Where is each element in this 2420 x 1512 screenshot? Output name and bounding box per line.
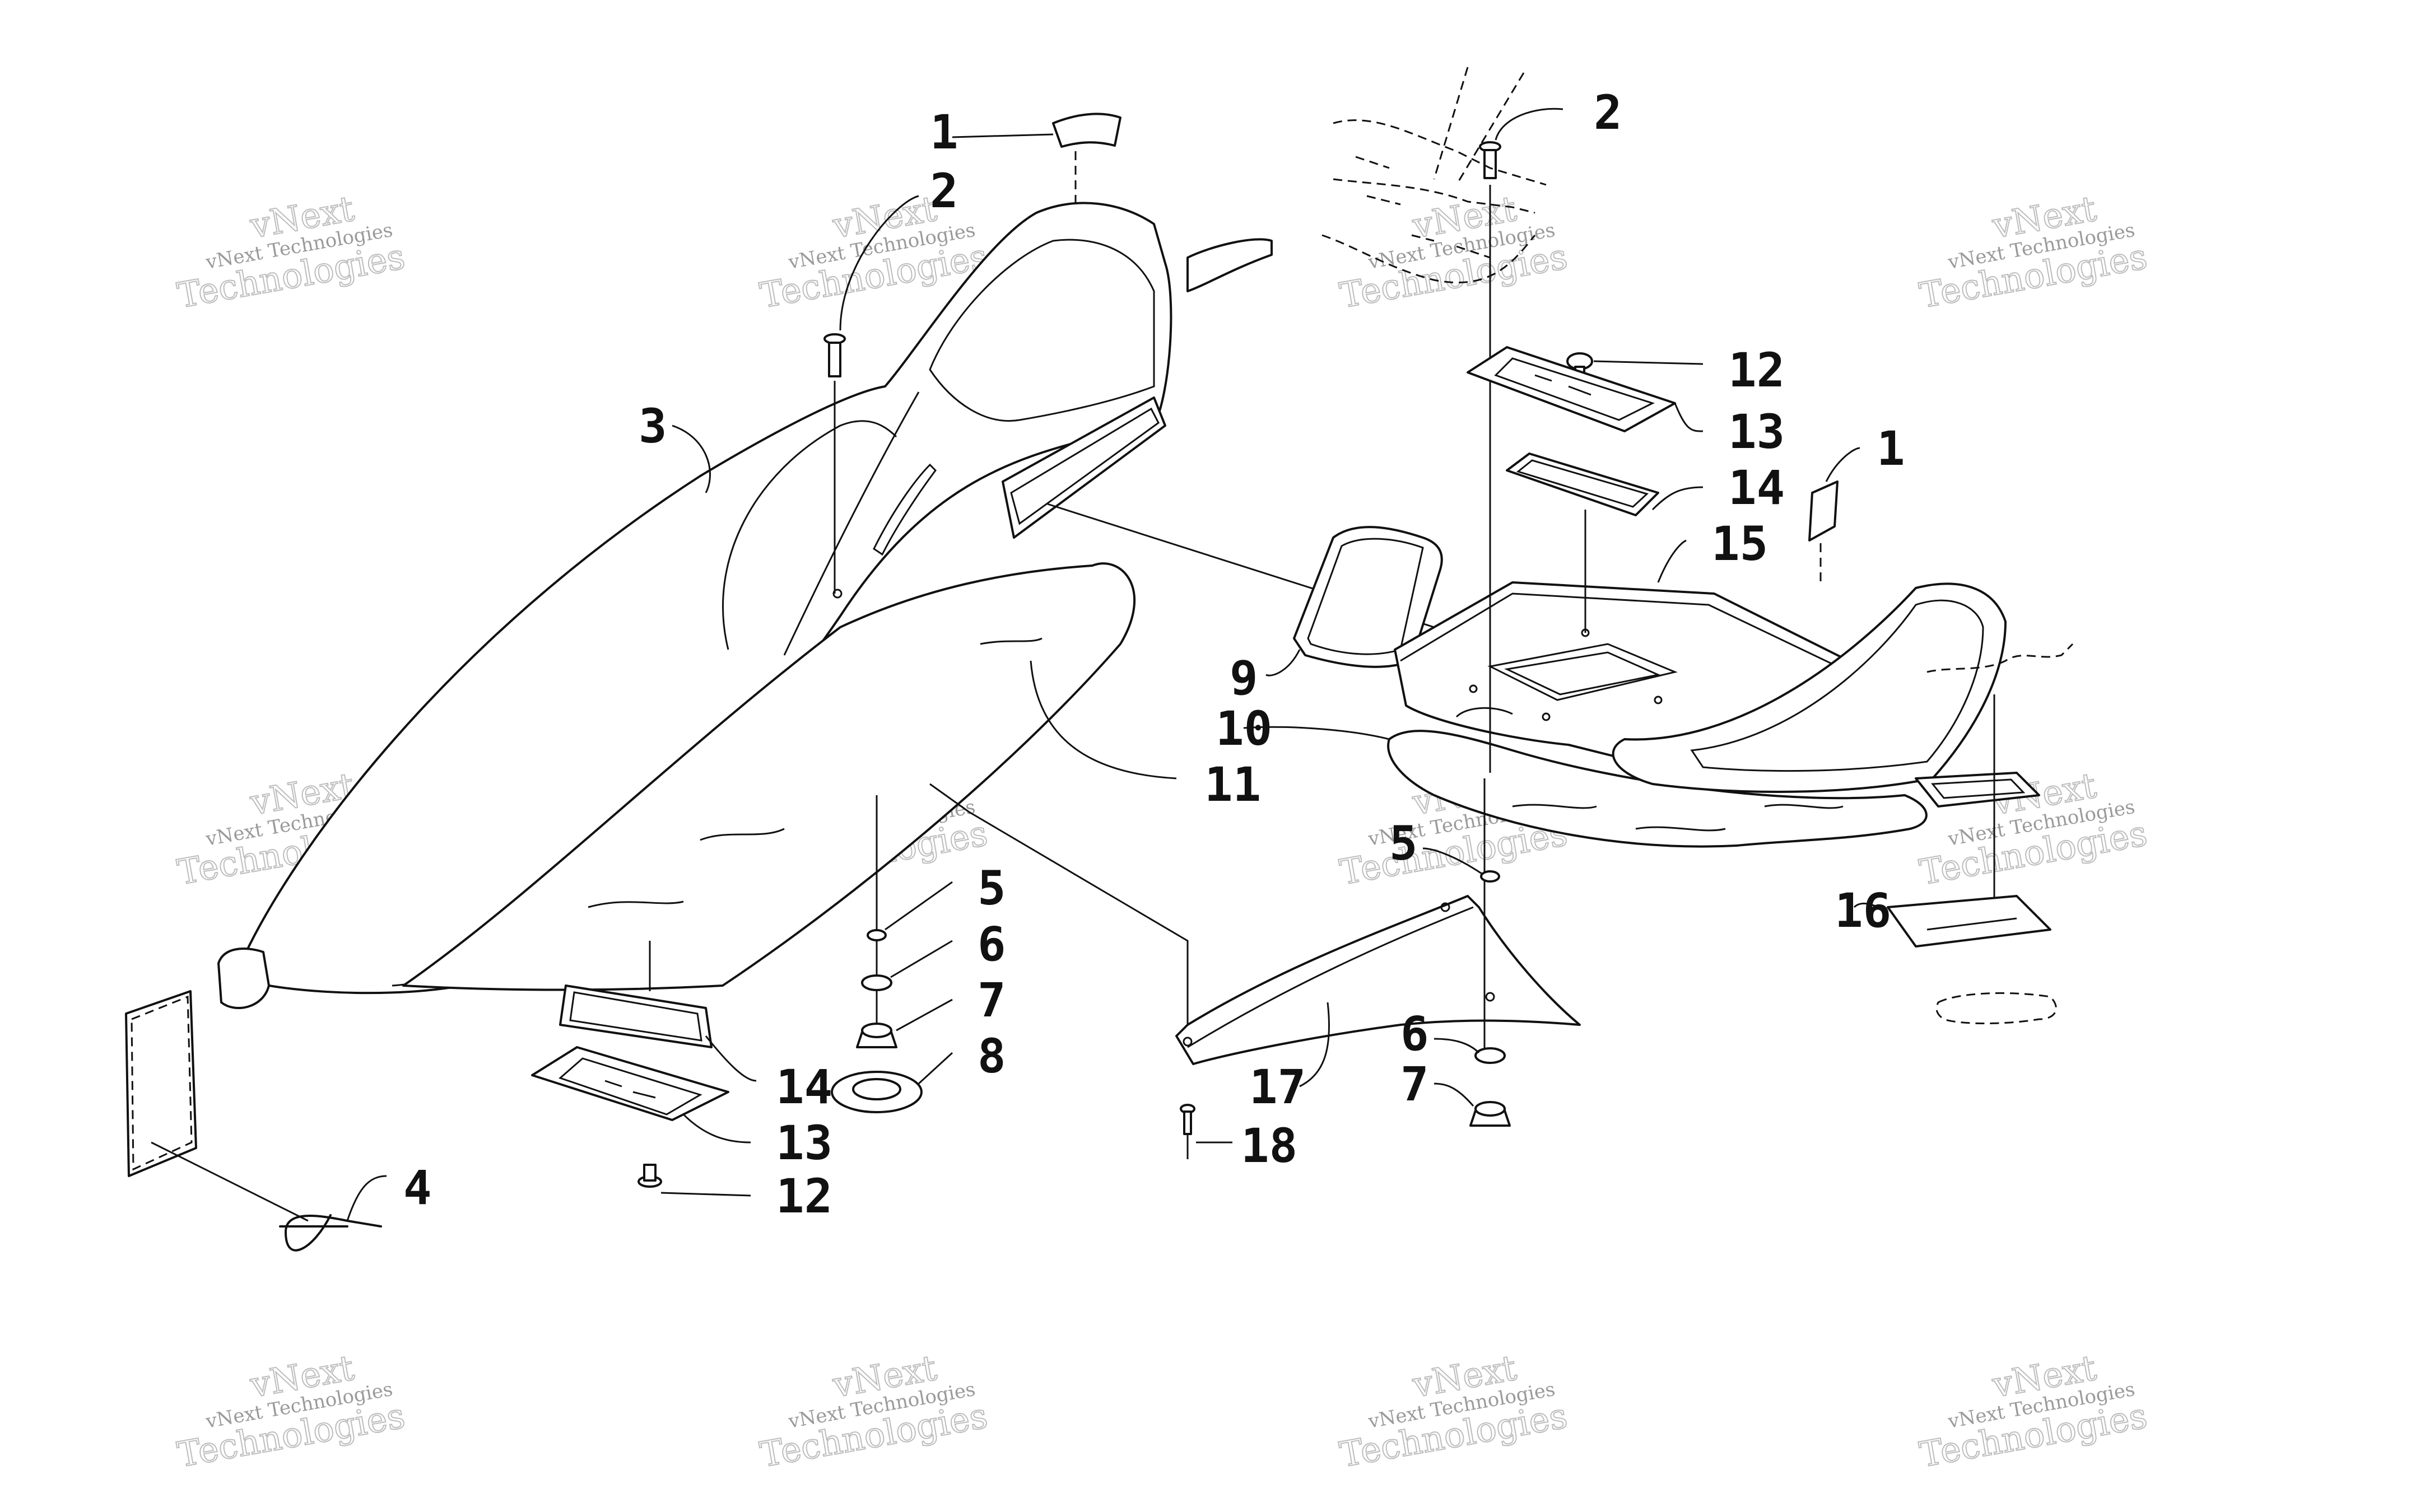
callout-15: 15 — [1711, 516, 1768, 571]
callout-1: 1 — [930, 105, 958, 160]
callout-2: 2 — [1594, 85, 1622, 140]
plate-part-13-left — [531, 1046, 751, 1144]
callout-3: 3 — [639, 399, 667, 454]
callout-7: 7 — [1400, 1057, 1429, 1112]
callout-12: 12 — [1728, 343, 1785, 398]
callout-2: 2 — [930, 164, 958, 218]
plate-part-13-right — [1467, 346, 1704, 432]
callout-5: 5 — [1389, 816, 1418, 871]
plate-part-16 — [1853, 895, 2057, 1024]
pad-part-1-right — [1808, 480, 1839, 542]
callout-5: 5 — [978, 861, 1006, 916]
screw-part-2-left — [823, 195, 919, 594]
seat-trim-right — [1612, 582, 2074, 902]
grille-part-9 — [1265, 526, 1443, 676]
hardware-stack-5-8 — [831, 795, 953, 1113]
callout-14: 14 — [1728, 460, 1785, 515]
pin-part-4 — [125, 990, 387, 1252]
callout-16: 16 — [1835, 883, 1891, 938]
callout-6: 6 — [978, 917, 1006, 972]
callout-7: 7 — [978, 973, 1006, 1028]
gasket-part-14-right — [1506, 452, 1704, 516]
callout-11: 11 — [1204, 757, 1261, 812]
callout-4: 4 — [403, 1160, 432, 1215]
seat-shield-part-10 — [1243, 726, 1928, 848]
callout-10: 10 — [1216, 701, 1272, 756]
fastener-part-12-left — [637, 1164, 751, 1197]
callout-12: 12 — [776, 1169, 832, 1224]
flap-part-17 — [1175, 778, 1581, 1088]
callout-1: 1 — [1877, 421, 1905, 476]
callout-18: 18 — [1241, 1118, 1297, 1173]
callout-14: 14 — [776, 1060, 832, 1114]
rivet-part-18 — [1180, 1104, 1232, 1159]
screw-part-2-right — [1321, 67, 1563, 773]
hardware-stack-5-7-right — [1422, 847, 1511, 1127]
callout-13: 13 — [1728, 404, 1785, 459]
gasket-part-14-left — [559, 941, 757, 1082]
callout-8: 8 — [978, 1029, 1006, 1084]
callout-13: 13 — [776, 1116, 832, 1170]
pad-part-1-left — [1052, 113, 1121, 148]
under-shield-part-11 — [402, 562, 1136, 991]
callout-6: 6 — [1400, 1006, 1429, 1061]
callout-9: 9 — [1230, 651, 1258, 706]
callout-17: 17 — [1249, 1060, 1306, 1114]
